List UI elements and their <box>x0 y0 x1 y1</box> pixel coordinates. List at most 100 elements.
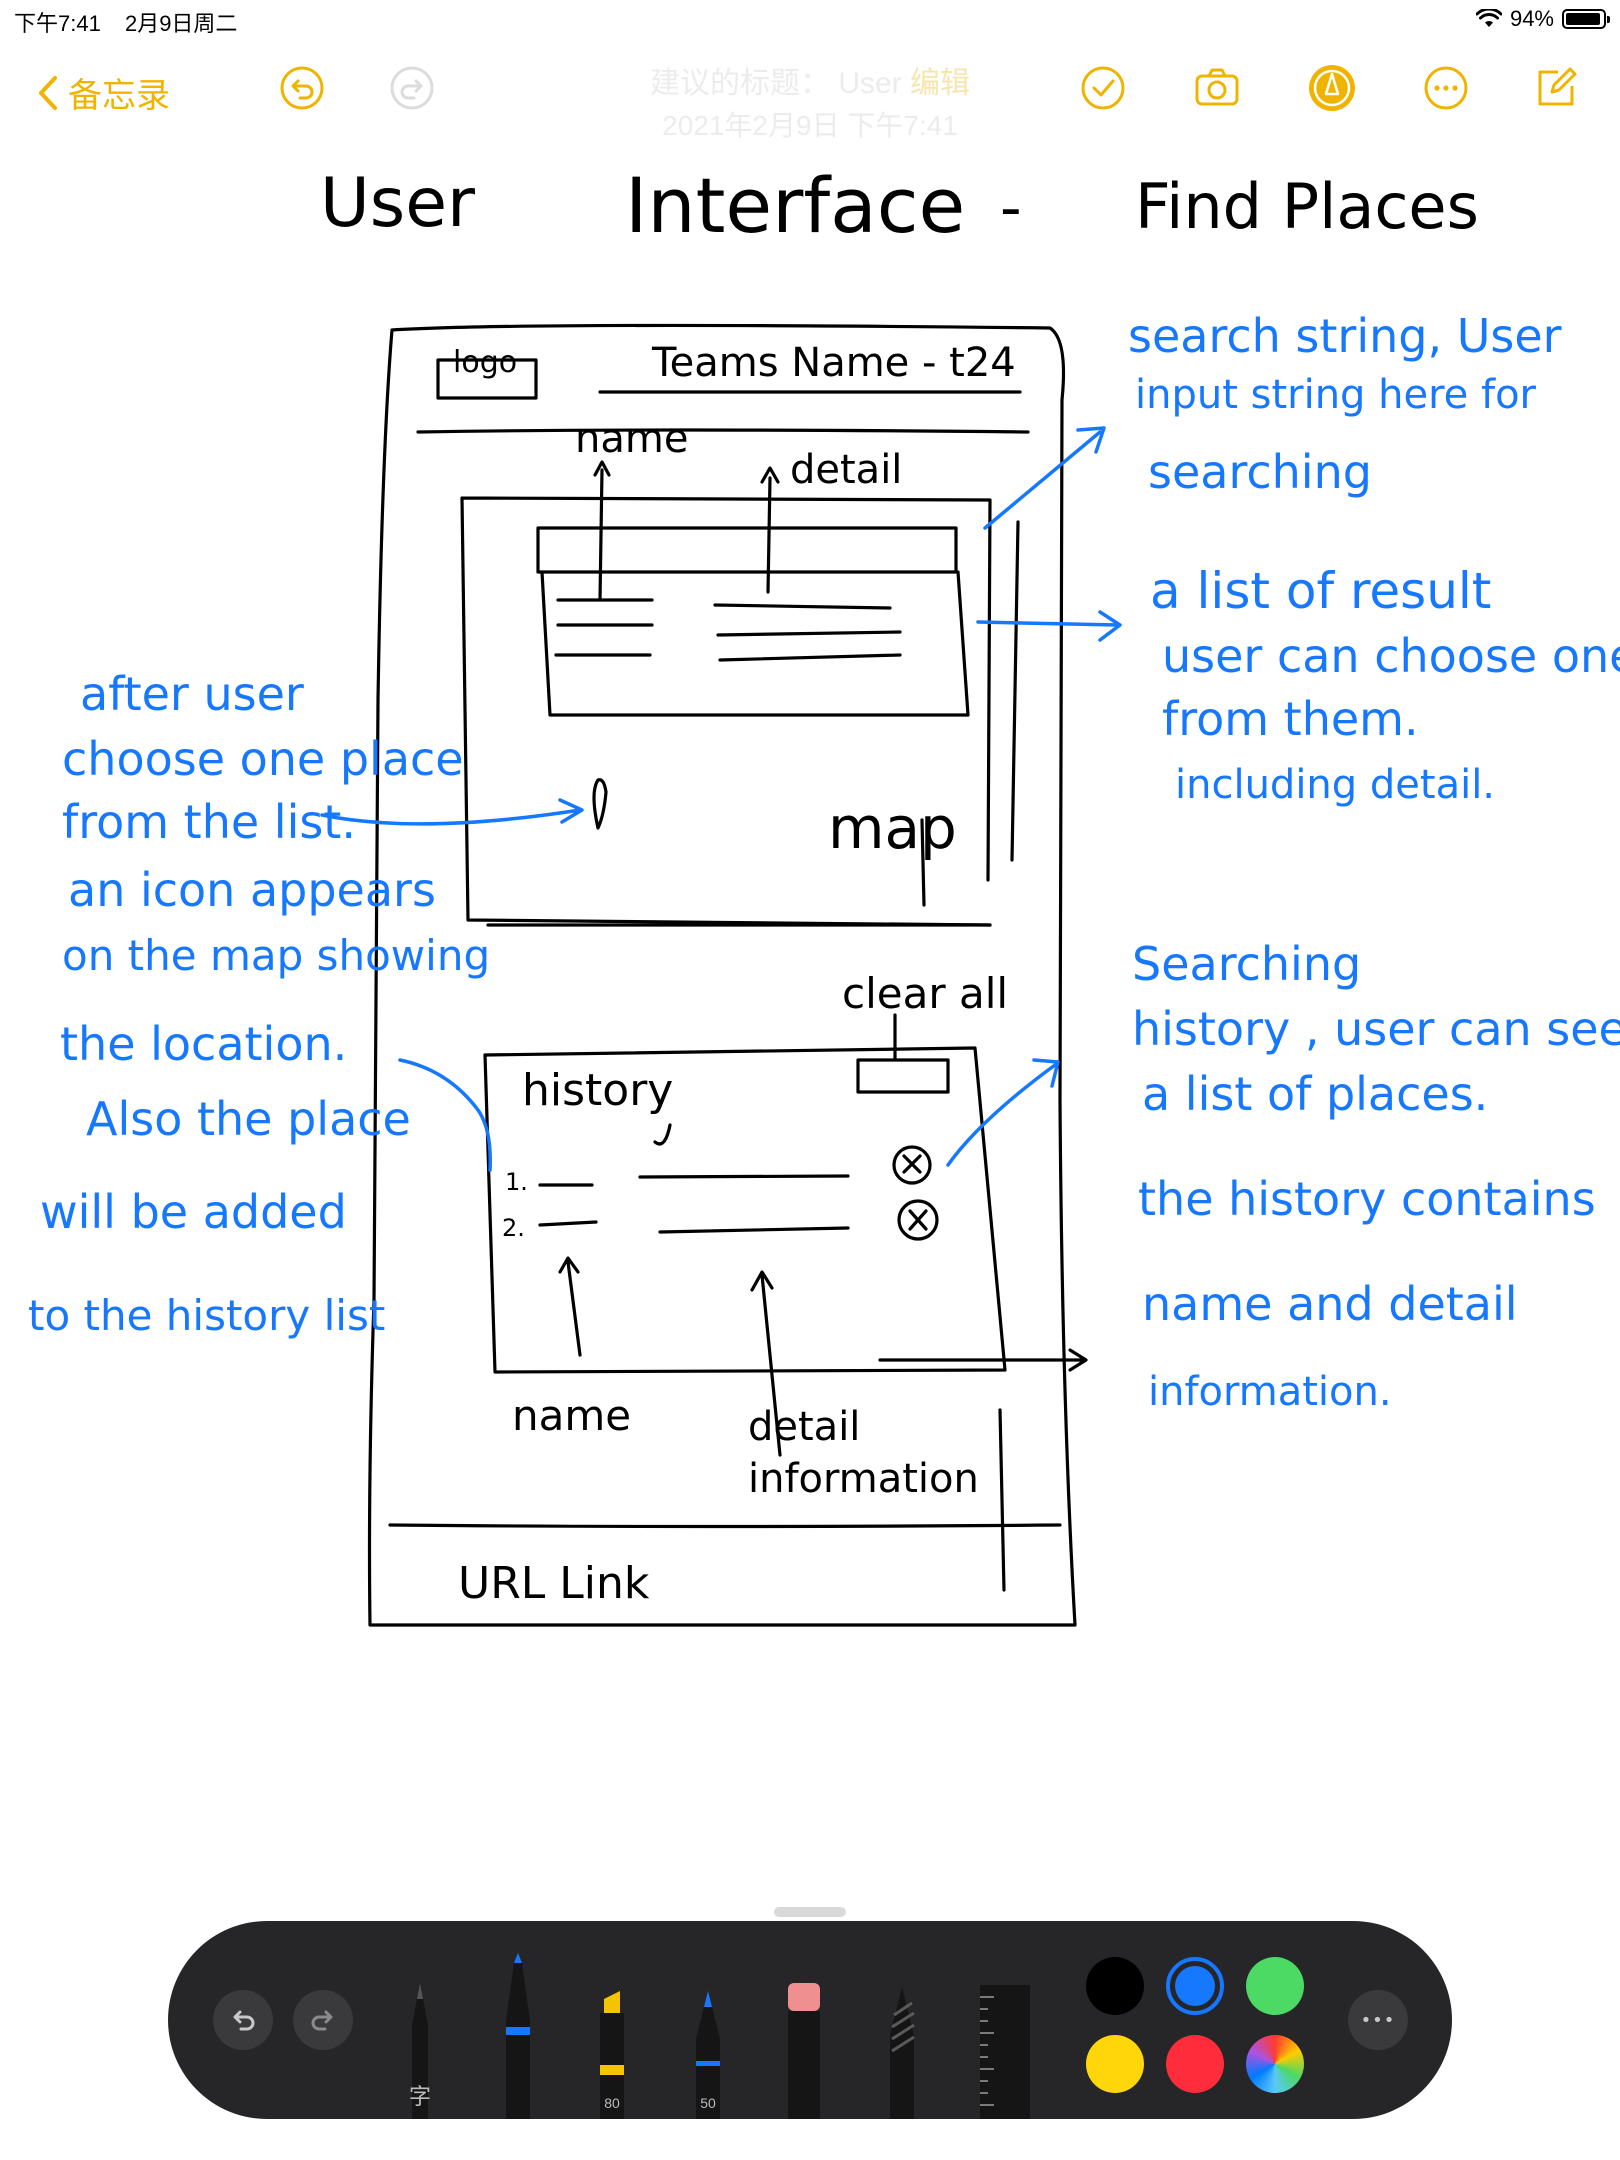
note-search-line-3: searching <box>1148 445 1372 499</box>
redo-icon <box>311 2010 333 2031</box>
title-dash: - <box>1000 173 1022 243</box>
compose-icon[interactable] <box>1532 64 1580 112</box>
color-swatch-green[interactable] <box>1246 1957 1304 2015</box>
tool-pencil-label: 50 <box>700 2095 716 2111</box>
marker-icon <box>600 1991 624 2119</box>
back-button[interactable]: 备忘录 <box>36 68 170 117</box>
palette-grabber[interactable] <box>774 1907 846 1917</box>
footer-divider <box>388 1523 1062 1529</box>
chevron-left-icon <box>39 75 57 110</box>
tool-pen[interactable] <box>500 1951 536 2119</box>
sketch-layer: User Interface - Find Places <box>28 161 1620 1627</box>
lasso-icon <box>890 1987 915 2119</box>
undo-icon <box>233 2010 255 2031</box>
back-label: 备忘录 <box>68 76 170 116</box>
notes-toolbar: 备忘录 <box>0 50 1620 130</box>
annotation-notes: search string, User input string here fo… <box>28 309 1620 1415</box>
row-1-number: 1. <box>505 1168 528 1196</box>
clear-all-button <box>856 1058 950 1094</box>
redo-icon[interactable] <box>388 64 436 112</box>
note-date: 2021年2月9日 下午7:41 <box>662 110 958 141</box>
note-history-line-3: a list of places. <box>1142 1067 1488 1121</box>
row-2-number: 2. <box>502 1214 525 1242</box>
text-pen-icon <box>412 1983 428 2119</box>
camera-icon[interactable] <box>1193 64 1241 112</box>
title-interface: Interface <box>625 161 965 250</box>
bottom-name-label: name <box>512 1391 631 1440</box>
header-divider <box>416 428 1030 434</box>
more-icon[interactable] <box>1422 64 1470 112</box>
title-find-places: Find Places <box>1135 170 1479 243</box>
search-bar <box>536 526 958 574</box>
tool-eraser[interactable] <box>786 1981 822 2119</box>
note-result-line-4: including detail. <box>1175 762 1495 808</box>
color-picker-wheel-icon[interactable] <box>1246 2035 1304 2093</box>
clear-all-label[interactable]: clear all <box>842 969 1008 1018</box>
footer-url-link: URL Link <box>458 1558 650 1609</box>
color-swatch-yellow[interactable] <box>1086 2035 1144 2093</box>
note-search-line-1: search string, User <box>1128 309 1562 363</box>
status-right: 94% <box>1475 6 1610 32</box>
note-after-line-8: will be added <box>40 1185 347 1239</box>
tool-text-pen[interactable]: 字 <box>402 1979 438 2119</box>
status-bar: 下午7:41 2月9日周二 94% <box>0 0 1620 40</box>
markup-icon[interactable] <box>1308 64 1356 112</box>
tool-ruler[interactable] <box>976 1985 1034 2119</box>
ruler-icon <box>980 1985 1030 2119</box>
palette-undo-button[interactable] <box>213 1990 273 2050</box>
logo-box <box>436 358 538 400</box>
title-value: User <box>838 67 902 100</box>
tool-marker[interactable]: 80 <box>594 1989 630 2119</box>
tool-pencil[interactable]: 50 <box>690 1989 726 2119</box>
delete-row-1-icon <box>892 1145 932 1185</box>
note-history-line-1: Searching <box>1132 937 1361 991</box>
note-after-line-6: the location. <box>60 1017 347 1071</box>
title-user: User <box>320 164 475 243</box>
clock-date: 2月9日周二 <box>124 11 238 36</box>
note-result-line-2: user can choose one <box>1162 629 1620 683</box>
note-after-line-3: from the list. <box>62 795 356 849</box>
note-search-line-2: input string here for <box>1135 372 1537 418</box>
bottom-information-label: information <box>748 1456 979 1502</box>
pencil-icon <box>696 1991 720 2119</box>
eraser-icon <box>788 1983 820 2119</box>
pen-icon <box>506 1953 530 2119</box>
map-label: map <box>828 794 957 862</box>
tool-text-pen-label: 字 <box>408 2084 431 2109</box>
logo-label: logo <box>453 345 517 380</box>
battery-percent: 94% <box>1509 6 1554 31</box>
note-after-line-1: after user <box>80 667 304 721</box>
color-swatch-black[interactable] <box>1086 1957 1144 2015</box>
note-after-line-9: to the history list <box>28 1291 385 1340</box>
tool-lasso[interactable] <box>884 1985 920 2119</box>
drawing-canvas[interactable]: User Interface - Find Places <box>0 150 1620 1850</box>
title-prefix: 建议的标题： <box>649 67 830 100</box>
checklist-icon[interactable] <box>1079 64 1127 112</box>
history-label: history <box>522 1065 673 1116</box>
bottom-detail-label: detail <box>748 1404 860 1450</box>
note-result-line-1: a list of result <box>1150 562 1491 620</box>
wifi-icon <box>1475 9 1502 27</box>
phone-frame <box>367 323 1077 1627</box>
battery-icon <box>1562 9 1610 29</box>
palette-more-button[interactable]: ••• <box>1348 1990 1408 2050</box>
note-result-line-3: from them. <box>1162 692 1419 746</box>
color-swatch-blue[interactable] <box>1166 1957 1224 2015</box>
delete-row-2-icon <box>897 1199 939 1241</box>
tool-marker-label: 80 <box>604 2095 620 2111</box>
color-swatch-red[interactable] <box>1166 2035 1224 2093</box>
col-detail-label: detail <box>790 447 902 493</box>
map-pin <box>592 778 608 830</box>
note-after-line-5: on the map showing <box>62 931 490 980</box>
note-history-line-2: history , user can see <box>1132 1002 1620 1056</box>
note-history-line-4: the history contains <box>1138 1172 1596 1226</box>
note-after-line-7: Also the place <box>86 1092 411 1146</box>
wireframe <box>367 323 1088 1627</box>
note-after-line-4: an icon appears <box>68 863 436 917</box>
annotation-arrows <box>320 426 1122 1172</box>
palette-redo-button[interactable] <box>293 1990 353 2050</box>
title-edit-link[interactable]: 编辑 <box>910 67 971 100</box>
note-after-line-2: choose one place <box>62 732 464 786</box>
note-suggested-title: 建议的标题： User 编辑 <box>0 58 1620 102</box>
undo-icon[interactable] <box>278 64 326 112</box>
